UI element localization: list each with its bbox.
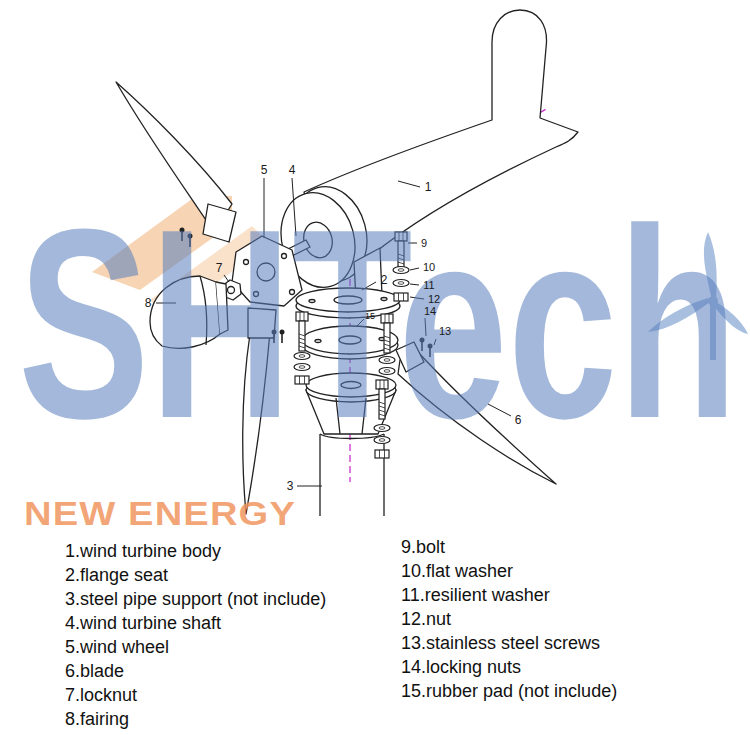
parts-list-item: 12.nut [401, 610, 451, 630]
callout-number: 4 [289, 164, 296, 176]
callout-number: 6 [515, 414, 522, 426]
callout-number: 15 [365, 312, 375, 321]
parts-list-item: 8.fairing [65, 710, 129, 730]
callout-number: 9 [421, 238, 427, 249]
callout-number: 2 [381, 274, 388, 286]
callout-number: 8 [145, 297, 152, 309]
callout-number: 5 [261, 164, 268, 176]
parts-list-item: 9.bolt [401, 538, 445, 558]
parts-list-item: 7.locknut [65, 686, 137, 706]
callout-number: 11 [423, 280, 434, 291]
parts-list-item: 11.resilient washer [401, 586, 550, 606]
parts-list-item: 14.locking nuts [401, 658, 521, 678]
parts-list-item: 5.wind wheel [65, 638, 169, 658]
callout-number: 13 [439, 326, 451, 337]
parts-list-item: 2.flange seat [65, 566, 168, 586]
watermark: NEW ENERGY [24, 496, 296, 530]
parts-list-item: 4.wind turbine shaft [65, 614, 221, 634]
parts-list-item: 1.wind turbine body [65, 542, 221, 562]
callout-number: 14 [424, 306, 436, 317]
callout-number: 3 [287, 480, 294, 492]
parts-list-item: 13.stainless steel screws [401, 634, 600, 654]
parts-list-item: 6.blade [65, 662, 124, 682]
watermark: SHTech [18, 189, 738, 459]
parts-list-item: 3.steel pipe support (not include) [65, 590, 326, 610]
callout-number: 1 [425, 181, 432, 193]
callout-number: 12 [428, 294, 440, 305]
parts-list-item: 15.rubber pad (not include) [401, 682, 617, 702]
callout-number: 10 [423, 262, 435, 273]
parts-list-item: 10.flat washer [401, 562, 513, 582]
callout-number: 7 [216, 262, 223, 274]
